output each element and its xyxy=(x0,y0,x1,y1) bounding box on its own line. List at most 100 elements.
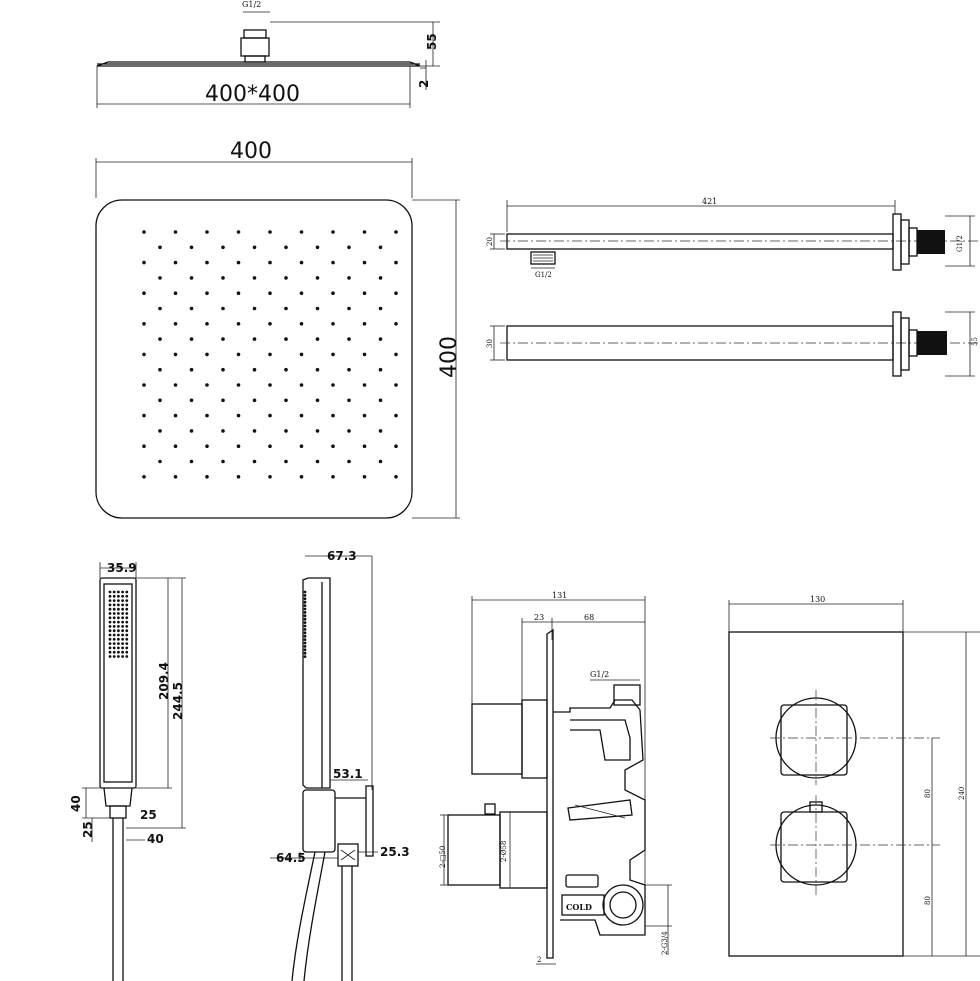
side-nozzle-dot xyxy=(303,624,307,628)
nozzle-dot xyxy=(189,429,194,433)
nozzle-dot xyxy=(189,276,194,280)
nozzle-dot xyxy=(315,306,320,311)
hand-nozzle-dot xyxy=(108,650,112,654)
nozzle-dot xyxy=(205,475,209,479)
valve-sq50: 2-□50 xyxy=(439,846,447,868)
nozzle-dot xyxy=(378,459,383,464)
nozzle-dot xyxy=(268,322,272,326)
nozzle-dot xyxy=(268,230,272,234)
valve-outlet: 2-G3/4 xyxy=(661,931,669,955)
side-nozzle-dot xyxy=(303,604,307,607)
front-height: 240 xyxy=(958,787,966,800)
hand-nozzle-grid xyxy=(108,590,129,658)
hose-64: 64.5 xyxy=(276,851,306,865)
side-nozzle-dot xyxy=(303,651,307,655)
hand-nozzle-dot xyxy=(121,607,124,611)
nozzle-dot xyxy=(142,352,146,357)
nozzle-dot xyxy=(142,383,146,387)
hand-nozzle-dot xyxy=(117,650,120,654)
hand-nozzle-dot xyxy=(112,616,116,620)
nozzle-dot xyxy=(205,444,209,449)
hand-nozzle-dot xyxy=(117,594,120,598)
nozzle-dot xyxy=(252,459,257,464)
valve-23: 23 xyxy=(534,613,544,622)
hand-nozzle-dot xyxy=(117,607,120,611)
side-nozzle-dot xyxy=(303,628,307,631)
hand-nozzle-dot xyxy=(112,612,116,615)
thickness-2: 2 xyxy=(417,80,431,88)
valve-68: 68 xyxy=(584,613,594,622)
nozzle-dot xyxy=(347,337,351,341)
nozzle-dot xyxy=(205,322,209,326)
nozzle-dot xyxy=(394,352,398,357)
nozzle-dot xyxy=(362,475,367,479)
nozzle-grid xyxy=(142,230,398,479)
nozzle-dot xyxy=(331,291,335,296)
hand-nozzle-dot xyxy=(121,620,124,624)
hand-nozzle-dot xyxy=(121,642,124,645)
hand-nozzle-dot xyxy=(117,599,120,602)
hand-nozzle-dot xyxy=(108,607,112,611)
nozzle-dot xyxy=(173,230,178,234)
nozzle-dot xyxy=(331,352,335,357)
hand-nozzle-dot xyxy=(108,625,112,628)
nozzle-dot xyxy=(173,322,178,326)
nozzle-dot xyxy=(221,367,225,372)
nozzle-dot xyxy=(394,260,398,265)
hand-nozzle-dot xyxy=(112,603,116,607)
hand-nozzle-dot xyxy=(112,599,116,602)
hand-nozzle-dot xyxy=(121,603,124,607)
valve-total: 131 xyxy=(552,591,567,600)
nozzle-dot xyxy=(378,337,383,341)
nozzle-dot xyxy=(299,291,304,296)
nozzle-dot xyxy=(173,352,178,357)
side-nozzle-dot xyxy=(303,600,307,604)
nozzle-dot xyxy=(362,230,367,234)
hand-nozzle-dot xyxy=(125,603,129,607)
nozzle-dot xyxy=(362,260,367,265)
nozzle-dot xyxy=(158,459,162,464)
hand-nozzle-dot xyxy=(125,650,129,654)
valve-side-view: 131 23 68 G1/2 2-□50 2-Ø58 COLD 2-G3/4 xyxy=(439,591,672,965)
hand-nozzle-dot xyxy=(117,620,120,624)
nozzle-dot xyxy=(347,306,351,311)
hand-nozzle-dot xyxy=(112,625,116,628)
nozzle-dot xyxy=(284,276,288,280)
arm-flange: 55 xyxy=(971,337,979,346)
nozzle-dot xyxy=(205,413,209,418)
hand-nozzle-dot xyxy=(121,590,124,594)
hand-depth: 67.3 xyxy=(327,549,357,563)
hand-nozzle-dot xyxy=(125,599,129,602)
nozzle-dot xyxy=(347,276,351,280)
hand-nozzle-dot xyxy=(121,655,124,658)
nozzle-dot xyxy=(394,230,398,234)
nozzle-dot xyxy=(268,383,272,387)
nozzle-dot xyxy=(158,337,162,341)
hand-nozzle-dot xyxy=(112,637,116,641)
nozzle-dot xyxy=(252,429,257,433)
nozzle-dot xyxy=(221,459,225,464)
nozzle-dot xyxy=(378,245,383,250)
nozzle-dot xyxy=(284,337,288,341)
nozzle-dot xyxy=(236,230,241,234)
nozzle-dot xyxy=(378,429,383,433)
plate-2: 2 xyxy=(537,956,541,964)
nozzle-dot xyxy=(142,291,146,296)
nozzle-dot xyxy=(173,291,178,296)
nozzle-dot xyxy=(268,352,272,357)
width-400: 400 xyxy=(230,139,272,164)
nozzle-dot xyxy=(315,459,320,464)
hand-nozzle-dot xyxy=(121,612,124,615)
shower-head-top-view: 400 400 xyxy=(95,139,462,519)
nozzle-dot xyxy=(173,413,178,418)
arm-dia: 20 xyxy=(486,237,494,246)
nozzle-dot xyxy=(236,383,241,387)
valve-front-view: 130 80 80 240 xyxy=(728,595,980,957)
nozzle-dot xyxy=(236,475,241,479)
nozzle-dot xyxy=(221,398,225,403)
nozzle-dot xyxy=(299,322,304,326)
side-nozzle-dot xyxy=(303,634,307,638)
shower-arm-top-view: 421 20 G1/2 G1/2 xyxy=(486,197,980,279)
nozzle-dot xyxy=(268,444,272,449)
